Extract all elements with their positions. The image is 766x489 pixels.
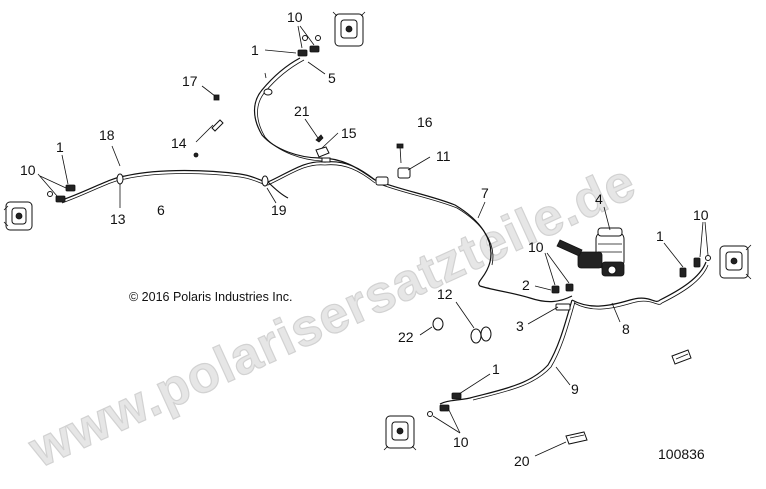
brake-line-6 xyxy=(61,161,376,204)
bracket-15 xyxy=(315,146,331,163)
leader-lines xyxy=(37,25,709,457)
callout-3: 3 xyxy=(516,318,524,334)
o-ring-22 xyxy=(432,317,444,331)
brake-line-19 xyxy=(267,181,289,199)
clip-20 xyxy=(565,431,588,445)
callout-1-left: 1 xyxy=(56,139,64,155)
callout-5: 5 xyxy=(328,70,336,86)
fittings-top xyxy=(297,35,321,57)
brake-caliper-right xyxy=(719,244,752,280)
brake-line-8 xyxy=(571,261,709,310)
brake-line-7 xyxy=(374,179,573,303)
callout-16: 16 xyxy=(417,114,433,130)
watermark-text: www.polarisersatzteile.de xyxy=(20,153,644,479)
callout-10-bottom: 10 xyxy=(453,434,469,450)
callout-18: 18 xyxy=(99,127,115,143)
o-rings-12 xyxy=(470,326,492,344)
fittings-right xyxy=(679,255,711,278)
callout-17: 17 xyxy=(182,73,198,89)
callout-4: 4 xyxy=(595,191,603,207)
callout-2: 2 xyxy=(522,277,530,293)
callout-14: 14 xyxy=(171,135,187,151)
bolt-14 xyxy=(211,119,224,132)
callout-7: 7 xyxy=(481,185,489,201)
callout-11: 11 xyxy=(436,148,451,164)
drawing-number: 100836 xyxy=(658,446,705,462)
clip-21 xyxy=(315,134,324,143)
clip-right xyxy=(671,349,692,365)
hose-clip-13 xyxy=(116,173,124,185)
small-part-top xyxy=(264,72,267,79)
callout-10-right: 10 xyxy=(693,207,709,223)
brake-line-9 xyxy=(439,299,576,405)
callout-19: 19 xyxy=(271,202,287,218)
callout-10-top: 10 xyxy=(287,9,303,25)
callout-13: 13 xyxy=(110,211,126,227)
clip-5 xyxy=(263,88,273,96)
brake-caliper-top xyxy=(332,11,366,47)
callout-1-bottom: 1 xyxy=(492,361,500,377)
callout-1-right: 1 xyxy=(656,228,664,244)
bolt-16 xyxy=(396,143,404,164)
small-part-14b xyxy=(193,152,199,158)
callout-20: 20 xyxy=(514,453,530,469)
callout-15: 15 xyxy=(341,125,357,141)
callout-10-left: 10 xyxy=(20,162,36,178)
callout-6: 6 xyxy=(157,202,165,218)
copyright-text: © 2016 Polaris Industries Inc. xyxy=(129,290,292,304)
fittings-bottom xyxy=(427,392,462,417)
master-cylinder-4 xyxy=(556,227,625,277)
brake-caliper-bottom xyxy=(383,415,417,451)
brake-line-5 xyxy=(253,57,376,181)
callout-9: 9 xyxy=(571,381,579,397)
callout-12: 12 xyxy=(437,286,453,302)
callout-21: 21 xyxy=(294,103,310,119)
callout-22: 22 xyxy=(398,329,414,345)
callout-10-mid: 10 xyxy=(528,239,544,255)
hose-clip-19 xyxy=(261,175,269,187)
brake-caliper-left xyxy=(3,201,33,231)
fittings-mid xyxy=(551,283,574,311)
nut-17 xyxy=(213,94,220,101)
callout-8: 8 xyxy=(622,321,630,337)
callout-labels: 10 1 5 17 21 15 14 16 11 18 1 10 13 6 19… xyxy=(20,9,709,469)
junction-block-11 xyxy=(375,167,411,186)
callout-1-top: 1 xyxy=(251,42,259,58)
